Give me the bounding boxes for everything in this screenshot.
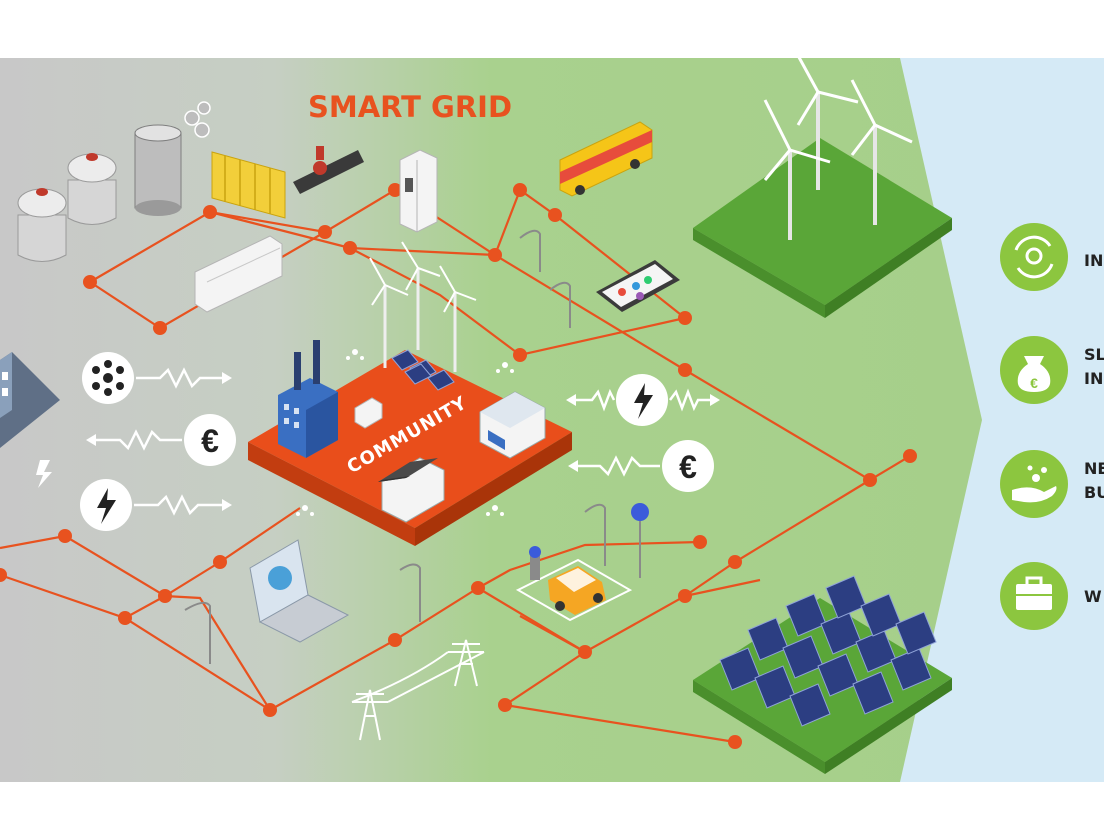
side-item-innovation: IN	[1000, 223, 1103, 291]
laptop-icon	[249, 539, 350, 643]
lightning-spark-icon	[36, 460, 52, 488]
electric-car-icon	[515, 546, 633, 622]
side-item-label: NE	[1084, 459, 1104, 478]
side-item-label: IN	[1084, 369, 1103, 388]
lightning-icon	[634, 383, 653, 419]
euro-icon: €	[201, 423, 219, 459]
briefcase-icon	[1016, 576, 1052, 610]
side-item-label: BU	[1084, 483, 1104, 502]
side-item-label: IN	[1084, 251, 1103, 270]
bus-icon	[559, 121, 653, 197]
side-item-label: SL	[1084, 345, 1104, 364]
energy-flow-arrow-right	[566, 374, 720, 426]
side-panel: IN € SL IN NE BU	[1000, 223, 1104, 630]
innovation-cycle-icon	[1014, 235, 1054, 279]
svg-text:€: €	[1030, 375, 1038, 391]
solar-farm-icon	[693, 575, 952, 774]
wind-farm-icon	[693, 49, 952, 318]
energy-flow-arrow-left	[80, 479, 232, 531]
street-lamp-icon	[184, 229, 606, 664]
hand-coins-icon	[1012, 465, 1057, 503]
side-item-new-business: NE BU	[1000, 450, 1104, 518]
electric-cabinet-icon	[399, 149, 438, 233]
money-flow-arrow-right: €	[568, 440, 714, 492]
community-hub: COMMUNITY	[248, 241, 572, 546]
air-conditioner-icon	[194, 235, 283, 313]
smartphone-icon	[596, 260, 680, 312]
euro-icon: €	[679, 449, 697, 485]
fence-icon	[211, 151, 286, 219]
side-item-work: W	[1000, 562, 1102, 630]
silo-tanks-icon	[17, 124, 182, 262]
money-bag-euro-icon: €	[1017, 356, 1051, 392]
office-building-icon	[0, 352, 60, 448]
charging-point-icon	[631, 503, 649, 578]
side-item-smart-investment: € SL IN	[1000, 336, 1104, 404]
connection-sparkle-icon	[296, 349, 514, 516]
lightning-icon	[97, 488, 116, 524]
transmission-tower-icon	[351, 639, 485, 741]
side-item-label: W	[1084, 587, 1102, 606]
network-nodes-icon	[92, 360, 124, 396]
gears-icon	[184, 101, 211, 138]
grid-nodes	[0, 183, 917, 749]
diagram-title: SMART GRID	[308, 90, 512, 124]
pipeline-icon	[293, 146, 364, 194]
money-flow-arrow-left: €	[86, 414, 236, 466]
data-flow-arrow	[82, 352, 232, 404]
